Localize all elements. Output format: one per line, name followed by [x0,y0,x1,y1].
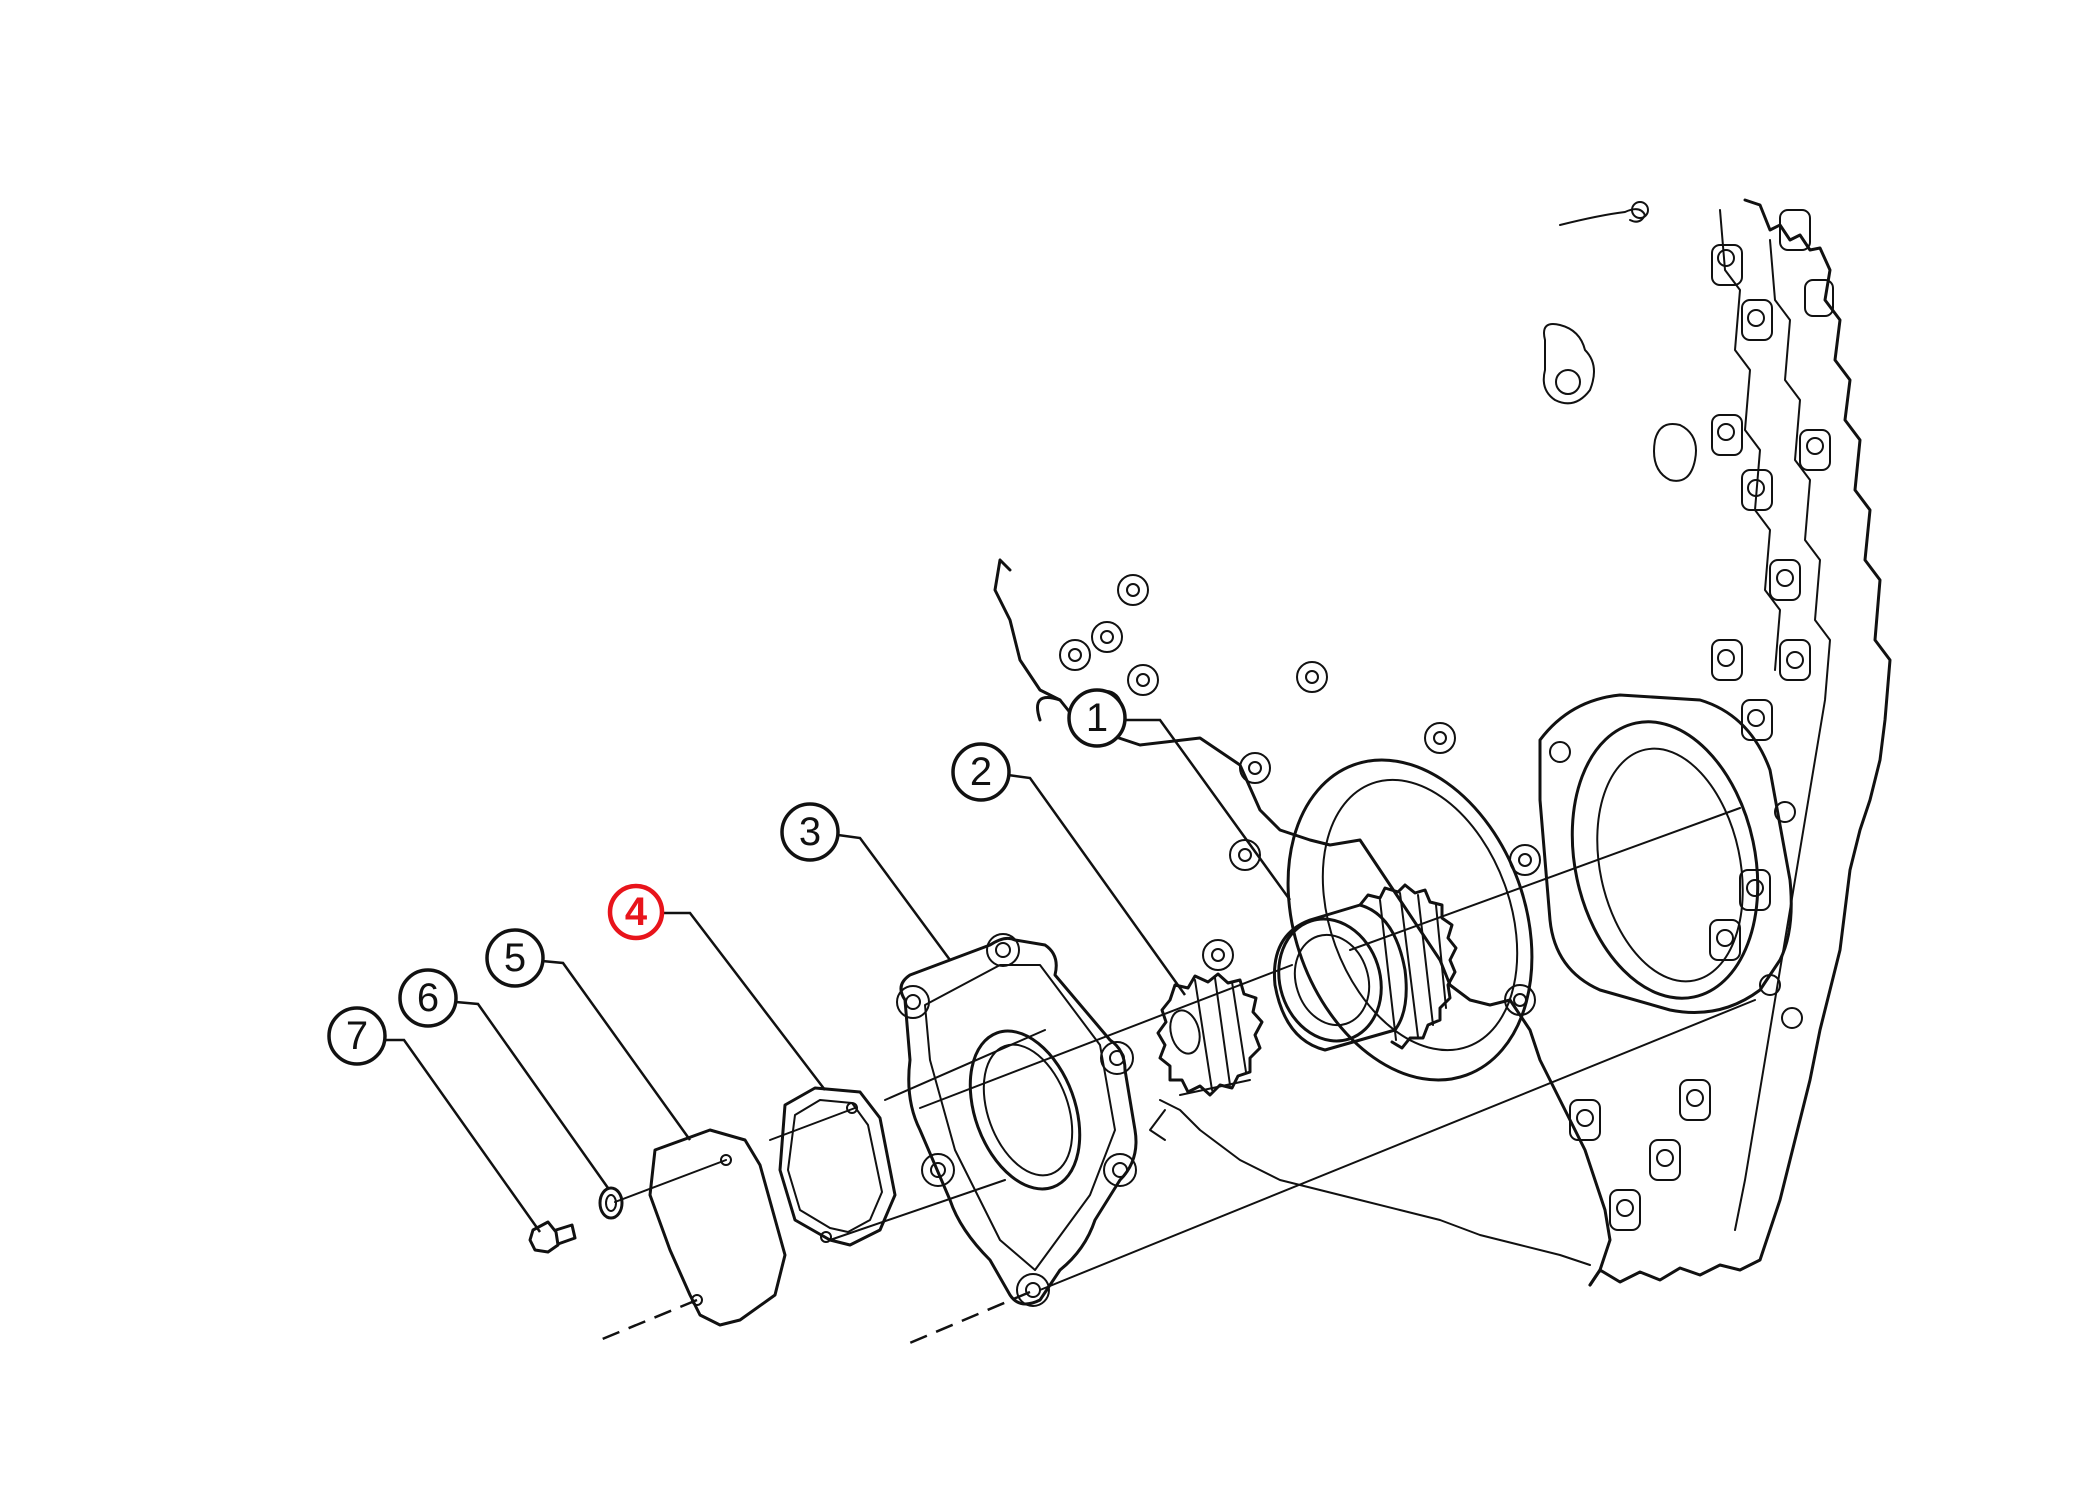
callout-5: 5 [485,928,545,988]
callout-3: 3 [780,802,840,862]
callout-3-label: 3 [799,810,821,854]
part-6-washer [598,1186,624,1220]
callout-6: 6 [398,968,458,1028]
engine-housing [993,198,1892,1287]
callout-7: 7 [327,1006,387,1066]
part-5-cover-plate [648,1128,787,1327]
part-4-gasket [778,1086,897,1247]
callout-6-label: 6 [417,976,439,1020]
callout-2: 2 [951,742,1011,802]
part-1-drive-gear [1272,883,1458,1052]
callout-7-label: 7 [346,1014,368,1058]
part-7-bolt [528,1220,577,1254]
part-2-small-gear [1156,972,1264,1097]
callout-2-label: 2 [970,750,992,794]
callout-1: 1 [1067,688,1127,748]
part-3-housing-cover [896,933,1138,1307]
callout-5-label: 5 [504,936,526,980]
callout-4-label: 4 [625,890,648,934]
callout-leaders [386,718,1292,1233]
callout-4: 4 [607,883,665,941]
assembly-axes [599,807,1756,1347]
callout-1-label: 1 [1086,696,1108,740]
